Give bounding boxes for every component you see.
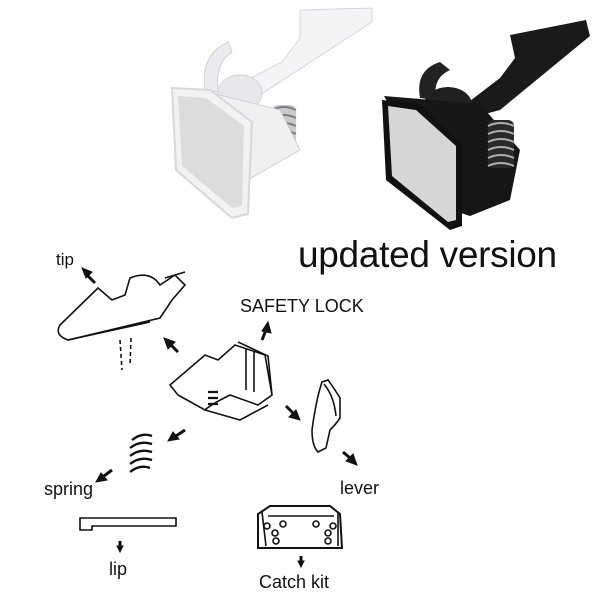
lip-part	[79, 517, 177, 531]
label-lever: lever	[340, 478, 380, 498]
catch-kit-part	[257, 505, 344, 549]
arrows	[81, 267, 358, 569]
headline: updated version	[298, 234, 557, 275]
safety-lock-assembly	[168, 341, 273, 421]
spring-part	[129, 433, 153, 473]
label-lip: lip	[109, 559, 128, 579]
lever-part	[311, 379, 341, 453]
label-spring: spring	[44, 479, 94, 499]
tip-part	[57, 271, 187, 371]
label-tip: tip	[56, 250, 74, 269]
label-catch-kit: Catch kit	[259, 572, 330, 592]
label-safety-lock: SAFETY LOCK	[240, 296, 364, 316]
